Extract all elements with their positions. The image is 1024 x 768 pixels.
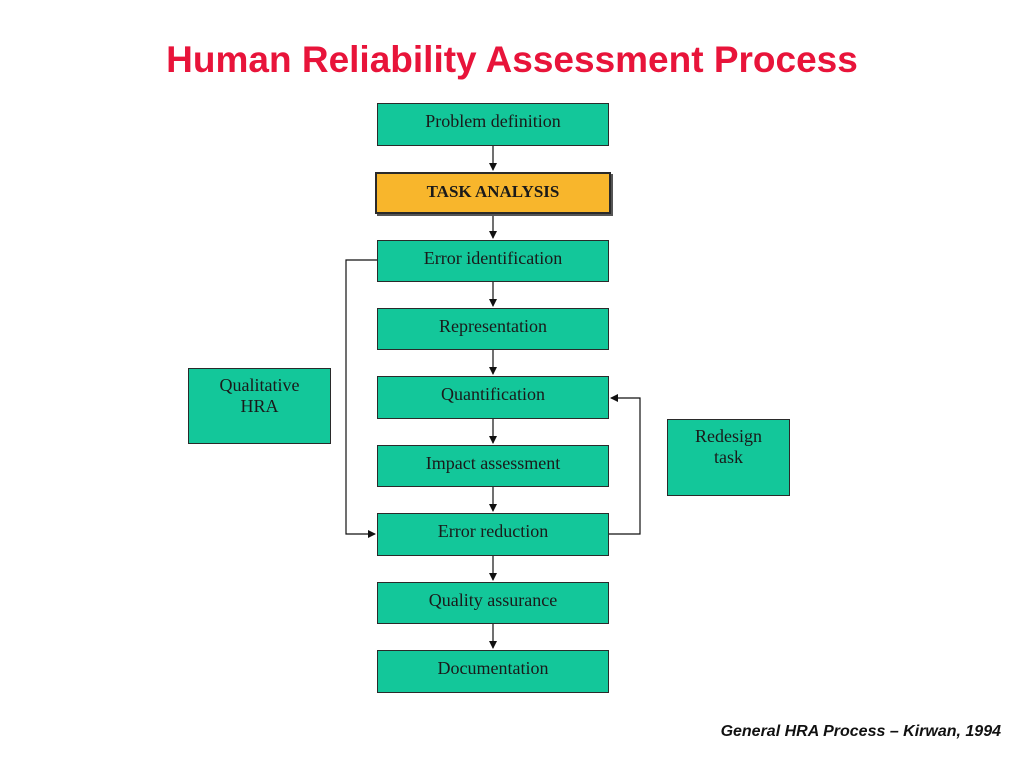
step-label: Problem definition (425, 111, 561, 132)
step-label: TASK ANALYSIS (426, 182, 560, 202)
page-title: Human Reliability Assessment Process (166, 39, 858, 80)
step-label: Error reduction (437, 521, 549, 542)
step-label: Representation (439, 315, 547, 336)
step-task-analysis: TASK ANALYSIS (375, 172, 611, 214)
step-documentation: Documentation (377, 650, 609, 693)
step-error-identification: Error identification (377, 240, 609, 282)
step-quality-assurance: Quality assurance (377, 582, 609, 624)
step-label: Error identification (423, 247, 563, 268)
source-caption: General HRA Process – Kirwan, 1994 (720, 723, 1001, 740)
qualitative-hra-box: Qualitative HRA (188, 368, 331, 444)
step-problem-definition: Problem definition (377, 103, 609, 146)
arrow-error-reduction-loop-to-quantification (609, 394, 641, 535)
redesign-task-label: Redesign task (695, 426, 762, 467)
arrow-error-id-loop-to-error-reduction (345, 259, 377, 538)
step-label: Documentation (437, 658, 549, 679)
step-label: Quantification (441, 384, 545, 405)
step-quantification: Quantification (377, 376, 609, 419)
step-error-reduction: Error reduction (377, 513, 609, 556)
redesign-task-box: Redesign task (667, 419, 790, 496)
step-label: Impact assessment (425, 452, 561, 473)
qualitative-hra-label: Qualitative HRA (219, 375, 300, 416)
step-representation: Representation (377, 308, 609, 350)
step-impact-assessment: Impact assessment (377, 445, 609, 487)
step-label: Quality assurance (428, 589, 558, 610)
